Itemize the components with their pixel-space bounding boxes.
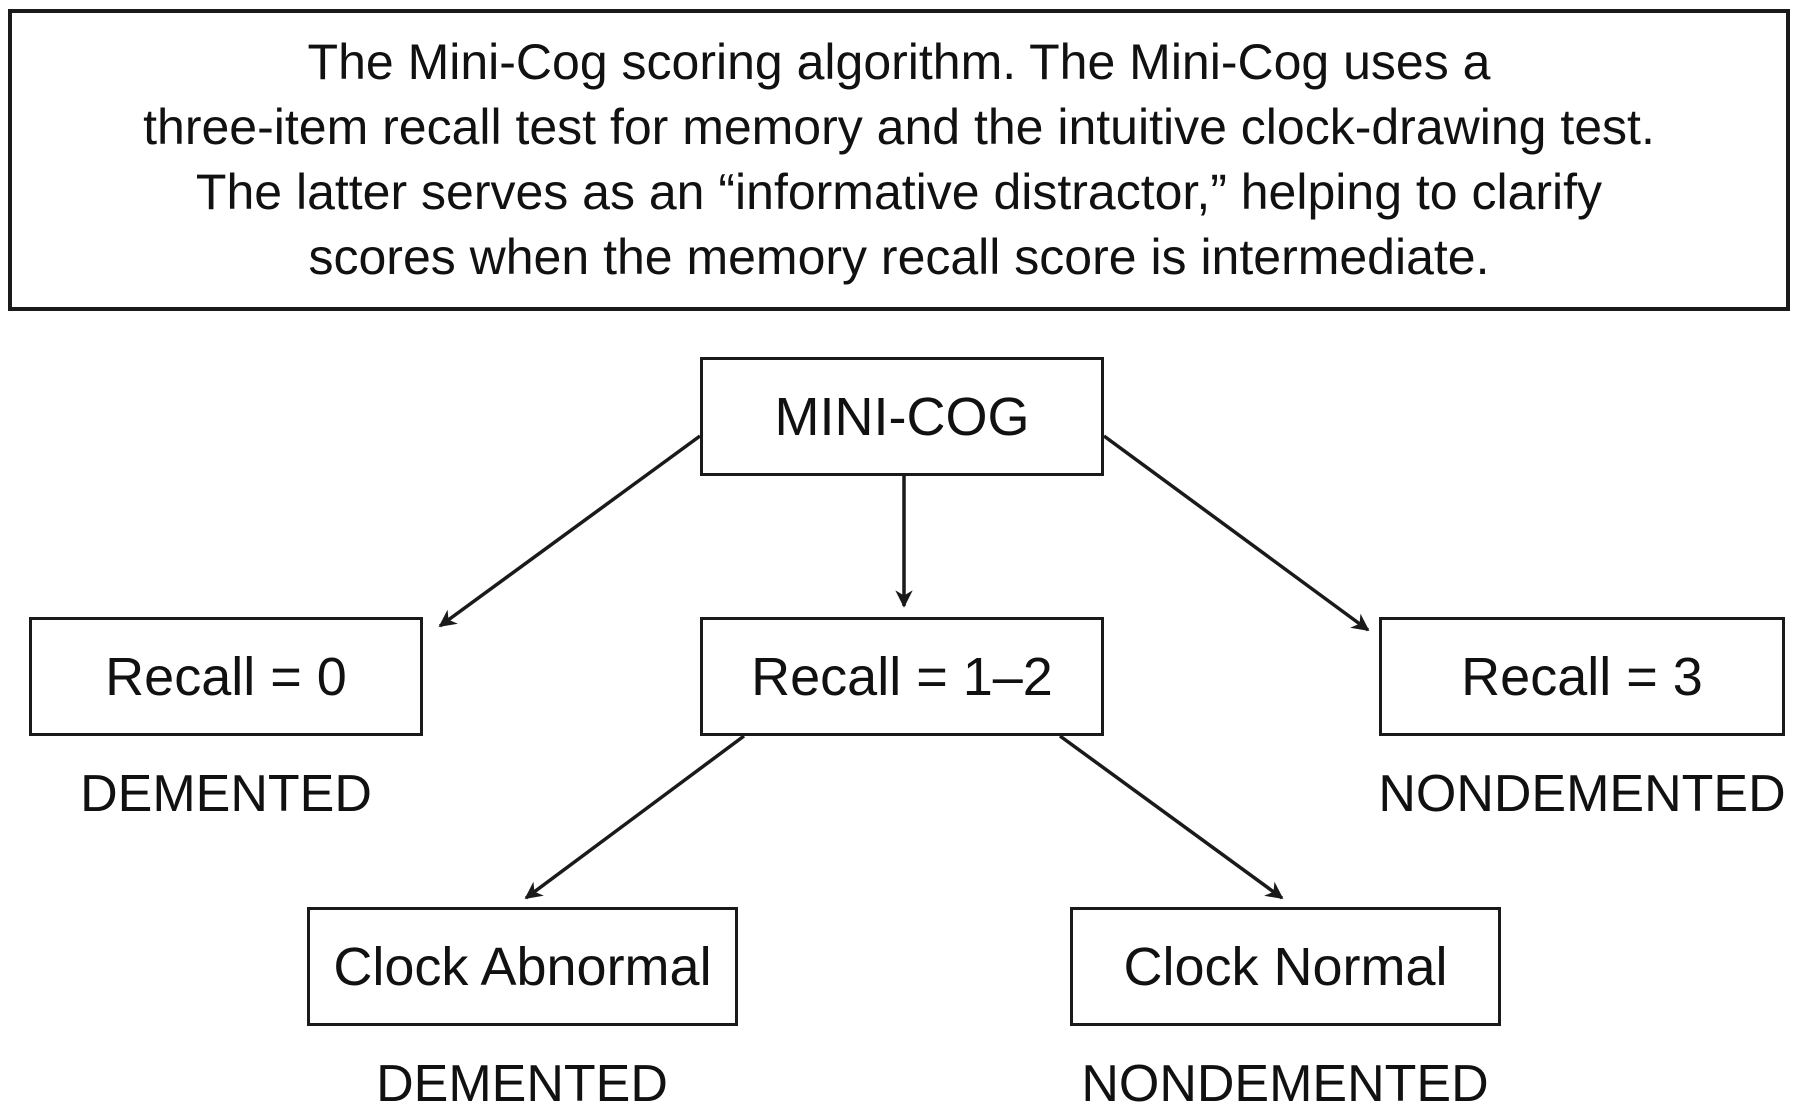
- caption-line: three-item recall test for memory and th…: [143, 99, 1655, 155]
- outcome-clock-normal: NONDEMENTED: [1081, 1055, 1489, 1113]
- node-clock-normal: Clock Normal: [1070, 907, 1501, 1026]
- arrow-root-to-recall-0: [438, 434, 702, 628]
- caption-line: The latter serves as an “informative dis…: [195, 164, 1603, 220]
- caption-line: scores when the memory recall score is i…: [308, 229, 1490, 285]
- caption-line: The Mini-Cog scoring algorithm. The Mini…: [307, 34, 1491, 90]
- arrow-recall-1-2-to-clock-normal: [1058, 734, 1284, 900]
- outcome-clock-abnormal: DEMENTED: [376, 1055, 668, 1113]
- caption-box: The Mini-Cog scoring algorithm. The Mini…: [8, 9, 1790, 311]
- node-recall-1-2: Recall = 1–2: [700, 617, 1104, 736]
- arrow-recall-1-2-to-clock-abnormal: [524, 734, 746, 900]
- outcome-recall-3: NONDEMENTED: [1378, 765, 1786, 823]
- node-mini-cog: MINI-COG: [700, 357, 1104, 476]
- node-recall-0: Recall = 0: [29, 617, 423, 736]
- outcome-recall-0: DEMENTED: [80, 765, 372, 823]
- node-recall-3: Recall = 3: [1379, 617, 1785, 736]
- arrow-root-to-recall-3: [1102, 434, 1370, 632]
- node-clock-abnormal: Clock Abnormal: [307, 907, 738, 1026]
